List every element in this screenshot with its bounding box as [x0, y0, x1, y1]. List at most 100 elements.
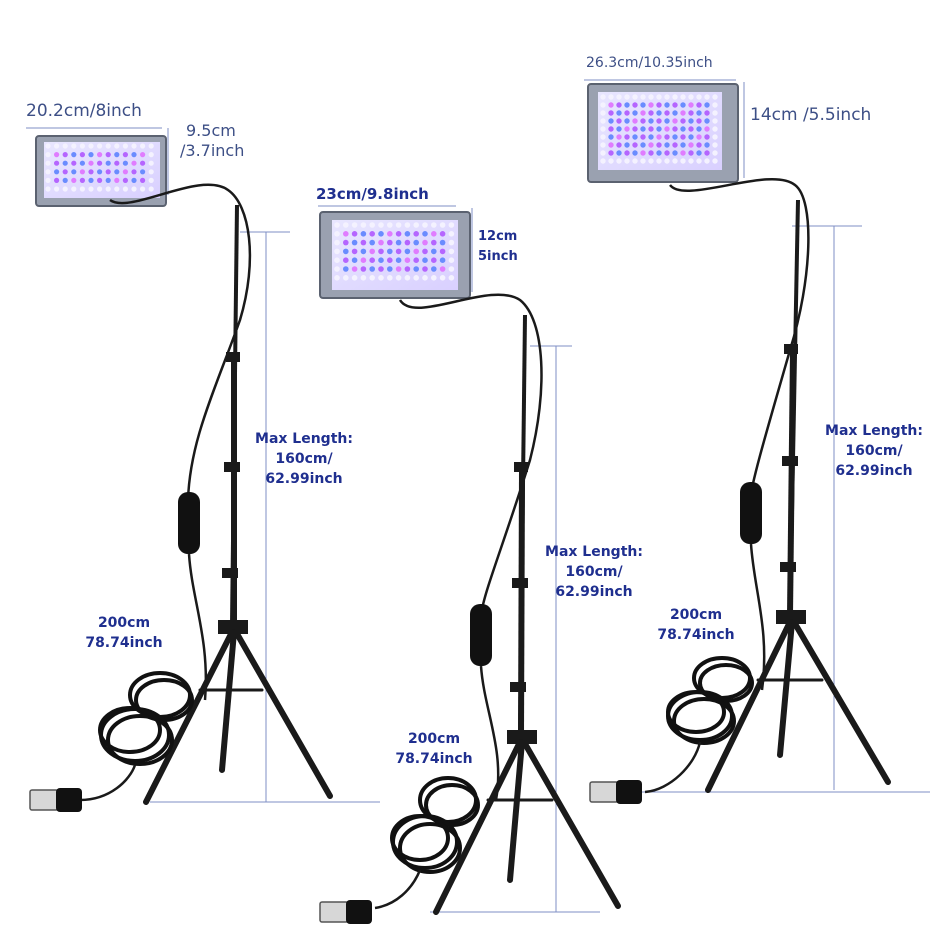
led-dot — [105, 143, 111, 149]
led-dot — [688, 150, 694, 156]
led-dot — [413, 239, 420, 246]
led-dot — [54, 169, 60, 175]
led-dot — [640, 110, 646, 116]
light-1-switch — [178, 492, 200, 554]
led-dot — [672, 126, 678, 132]
led-dot — [616, 102, 622, 108]
led-dot — [680, 102, 686, 108]
led-dot — [688, 110, 694, 116]
led-dot — [378, 239, 384, 246]
led-dot — [688, 102, 694, 108]
led-dot — [148, 152, 154, 158]
led-dot — [351, 239, 358, 246]
led-dot — [664, 142, 670, 148]
led-dot — [395, 239, 402, 246]
led-dot — [97, 143, 103, 149]
light-1-tripod — [143, 620, 333, 805]
led-dot — [704, 142, 710, 148]
led-dot — [648, 110, 654, 116]
led-dot — [97, 177, 103, 183]
led-dot — [131, 143, 137, 149]
led-dot — [54, 177, 60, 183]
led-dot — [351, 266, 358, 272]
led-dot — [79, 143, 85, 149]
light-2-panel-height-label: 12cm — [478, 229, 518, 244]
led-dot — [439, 248, 446, 255]
light-3-usb-plug — [589, 780, 642, 804]
light-2-max-length-inch: 62.99inch — [555, 584, 633, 600]
led-dot — [105, 152, 111, 158]
led-dot — [696, 94, 702, 100]
led-dot — [422, 266, 428, 272]
led-dot — [114, 160, 120, 166]
led-dot — [704, 158, 710, 164]
led-dot — [114, 177, 120, 183]
led-dot — [71, 177, 77, 183]
light-2 — [318, 205, 621, 924]
led-dot — [640, 118, 646, 124]
led-dot — [395, 231, 402, 237]
led-dot — [79, 177, 85, 183]
led-dot — [680, 94, 686, 100]
led-dot — [369, 231, 376, 237]
led-dot — [88, 152, 94, 158]
led-dot — [54, 186, 60, 192]
led-dot — [148, 177, 154, 183]
led-dot — [632, 158, 638, 164]
led-dot — [712, 102, 718, 108]
led-dot — [439, 222, 446, 228]
light-3-panel-width-label: 26.3cm/10.35inch — [586, 55, 713, 71]
led-dot — [616, 158, 622, 164]
led-dot — [54, 143, 60, 149]
led-dot — [664, 118, 670, 124]
led-dot — [62, 186, 68, 192]
led-dot — [624, 118, 630, 124]
led-dot — [378, 266, 384, 272]
light-3-led-grid — [600, 94, 718, 164]
led-dot — [45, 160, 51, 166]
led-dot — [688, 134, 694, 140]
led-dot — [114, 169, 120, 175]
led-dot — [413, 266, 420, 272]
led-dot — [148, 186, 154, 192]
led-dot — [62, 143, 68, 149]
led-dot — [640, 142, 646, 148]
led-dot — [122, 169, 128, 175]
led-dot — [351, 275, 358, 281]
led-dot — [431, 266, 437, 272]
led-dot — [448, 248, 455, 255]
led-dot — [122, 160, 128, 166]
led-dot — [71, 186, 77, 192]
light-1-cable-coil — [98, 671, 194, 766]
led-dot — [448, 257, 455, 264]
led-dot — [369, 257, 376, 264]
led-dot — [351, 222, 358, 228]
light-1-max-length-cm: 160cm/ — [275, 451, 333, 467]
led-dot — [404, 231, 411, 237]
led-dot — [608, 102, 614, 108]
led-dot — [624, 126, 630, 132]
led-dot — [448, 231, 455, 237]
light-1-panel-width-label: 20.2cm/8inch — [26, 101, 142, 121]
led-dot — [624, 102, 630, 108]
led-dot — [680, 150, 686, 156]
led-dot — [131, 169, 137, 175]
light-2-cable-length-inch: 78.74inch — [395, 751, 473, 767]
led-dot — [105, 160, 111, 166]
led-dot — [640, 126, 646, 132]
led-dot — [688, 126, 694, 132]
led-dot — [664, 158, 670, 164]
light-2-panel-height-label-inch: 5inch — [478, 249, 518, 264]
led-dot — [148, 143, 154, 149]
led-dot — [600, 134, 606, 140]
led-dot — [105, 169, 111, 175]
led-dot — [334, 275, 340, 281]
led-dot — [696, 134, 702, 140]
led-dot — [608, 142, 614, 148]
led-dot — [62, 160, 68, 166]
led-dot — [97, 169, 103, 175]
led-dot — [413, 231, 420, 237]
led-dot — [422, 222, 428, 228]
led-dot — [422, 231, 428, 237]
